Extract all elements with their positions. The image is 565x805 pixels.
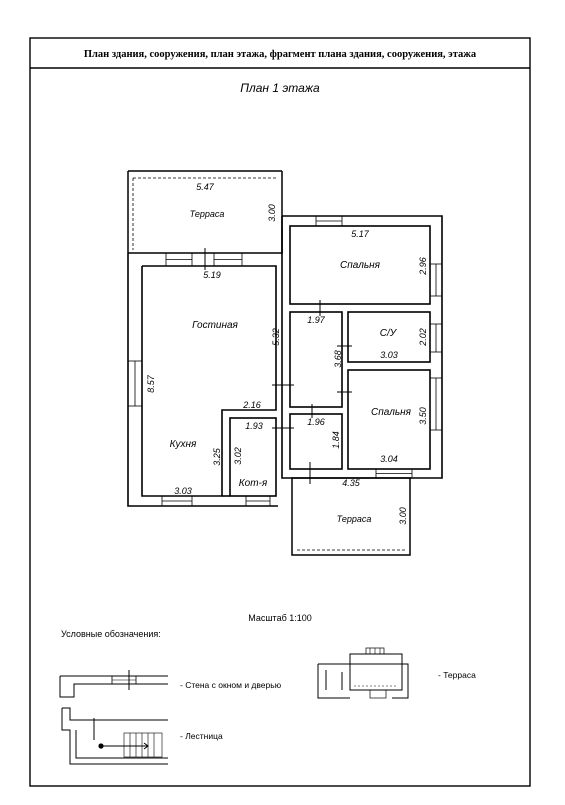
window-kitchen-bottom — [161, 495, 271, 507]
dim-bath-w: 3.03 — [380, 350, 398, 360]
room-boiler: Кот-я — [239, 478, 268, 489]
dim-living-mid: 5.32 — [271, 328, 281, 346]
sheet-frame — [29, 37, 531, 787]
dimension-labels: 5.47 3.00 5.19 8.57 5.32 2.16 3.03 3.25 … — [146, 182, 428, 525]
window-bath-right — [429, 323, 443, 353]
dim-living-bottom: 2.16 — [242, 400, 261, 410]
dim-bedroom1-w: 5.17 — [351, 229, 370, 239]
room-living: Гостиная — [192, 320, 238, 331]
header-title: План здания, сооружения, план этажа, фра… — [84, 49, 477, 60]
main-plan — [127, 170, 443, 556]
dim-terrace-bottom-h: 3.00 — [398, 507, 408, 525]
room-bathroom: С/У — [380, 328, 398, 339]
dim-boiler-h: 3.02 — [233, 447, 243, 465]
legend-wall-label: - Стена с окном и дверью — [180, 680, 282, 690]
window-bedroom2-right — [429, 377, 443, 431]
dim-corridor-h: 1.84 — [331, 431, 341, 449]
dim-boiler-w: 1.93 — [245, 421, 263, 431]
dim-terrace-bottom-w: 4.35 — [342, 478, 361, 488]
dim-bath-h: 2.02 — [418, 328, 428, 347]
dim-kitchen-h: 3.25 — [212, 447, 222, 466]
legend-stair-label: - Лестница — [180, 731, 223, 741]
legend-stair-symbol — [61, 707, 168, 765]
dim-bedroom2-h: 3.50 — [418, 407, 428, 425]
room-terrace-bottom: Терраса — [337, 514, 372, 524]
legend-wall-symbol — [59, 670, 168, 698]
room-bedroom-2: Спальня — [371, 407, 412, 418]
dim-corridor-w: 1.96 — [307, 417, 325, 427]
dim-hall-w: 1.97 — [307, 315, 326, 325]
room-bedroom-1: Спальня — [340, 260, 381, 271]
window-bedroom1-right — [429, 263, 443, 297]
dim-terrace-top-w: 5.47 — [196, 182, 215, 192]
dim-terrace-top-h: 3.00 — [267, 204, 277, 222]
window-bedroom1-top — [315, 215, 343, 227]
dim-bedroom1-h: 2.96 — [418, 257, 428, 276]
dim-living-h: 8.57 — [146, 374, 156, 393]
terrace-bottom — [291, 477, 411, 556]
legend-terrace-label: - Терраса — [438, 670, 476, 680]
room-labels: Терраса Спальня Гостиная С/У Спальня Кух… — [170, 209, 412, 524]
legend-title: Условные обозначения: — [61, 629, 161, 639]
room-kitchen: Кухня — [170, 439, 197, 450]
window-living-left — [127, 360, 143, 407]
dim-bedroom2-w: 3.04 — [380, 454, 398, 464]
window-living-top — [165, 248, 243, 270]
window-bedroom2-bottom — [375, 468, 413, 479]
bedroom-block-walls — [281, 215, 443, 479]
dim-living-top-w: 5.19 — [203, 270, 221, 280]
plan-subtitle: План 1 этажа — [240, 81, 320, 95]
dim-kitchen-w: 3.03 — [174, 486, 192, 496]
door-marks — [272, 300, 352, 484]
stair-start-dot — [98, 743, 104, 749]
legend-terrace-symbol — [317, 647, 409, 699]
dim-hall-h: 3.68 — [333, 350, 343, 368]
room-terrace-top: Терраса — [190, 209, 225, 219]
scale-label: Масштаб 1:100 — [248, 613, 312, 623]
